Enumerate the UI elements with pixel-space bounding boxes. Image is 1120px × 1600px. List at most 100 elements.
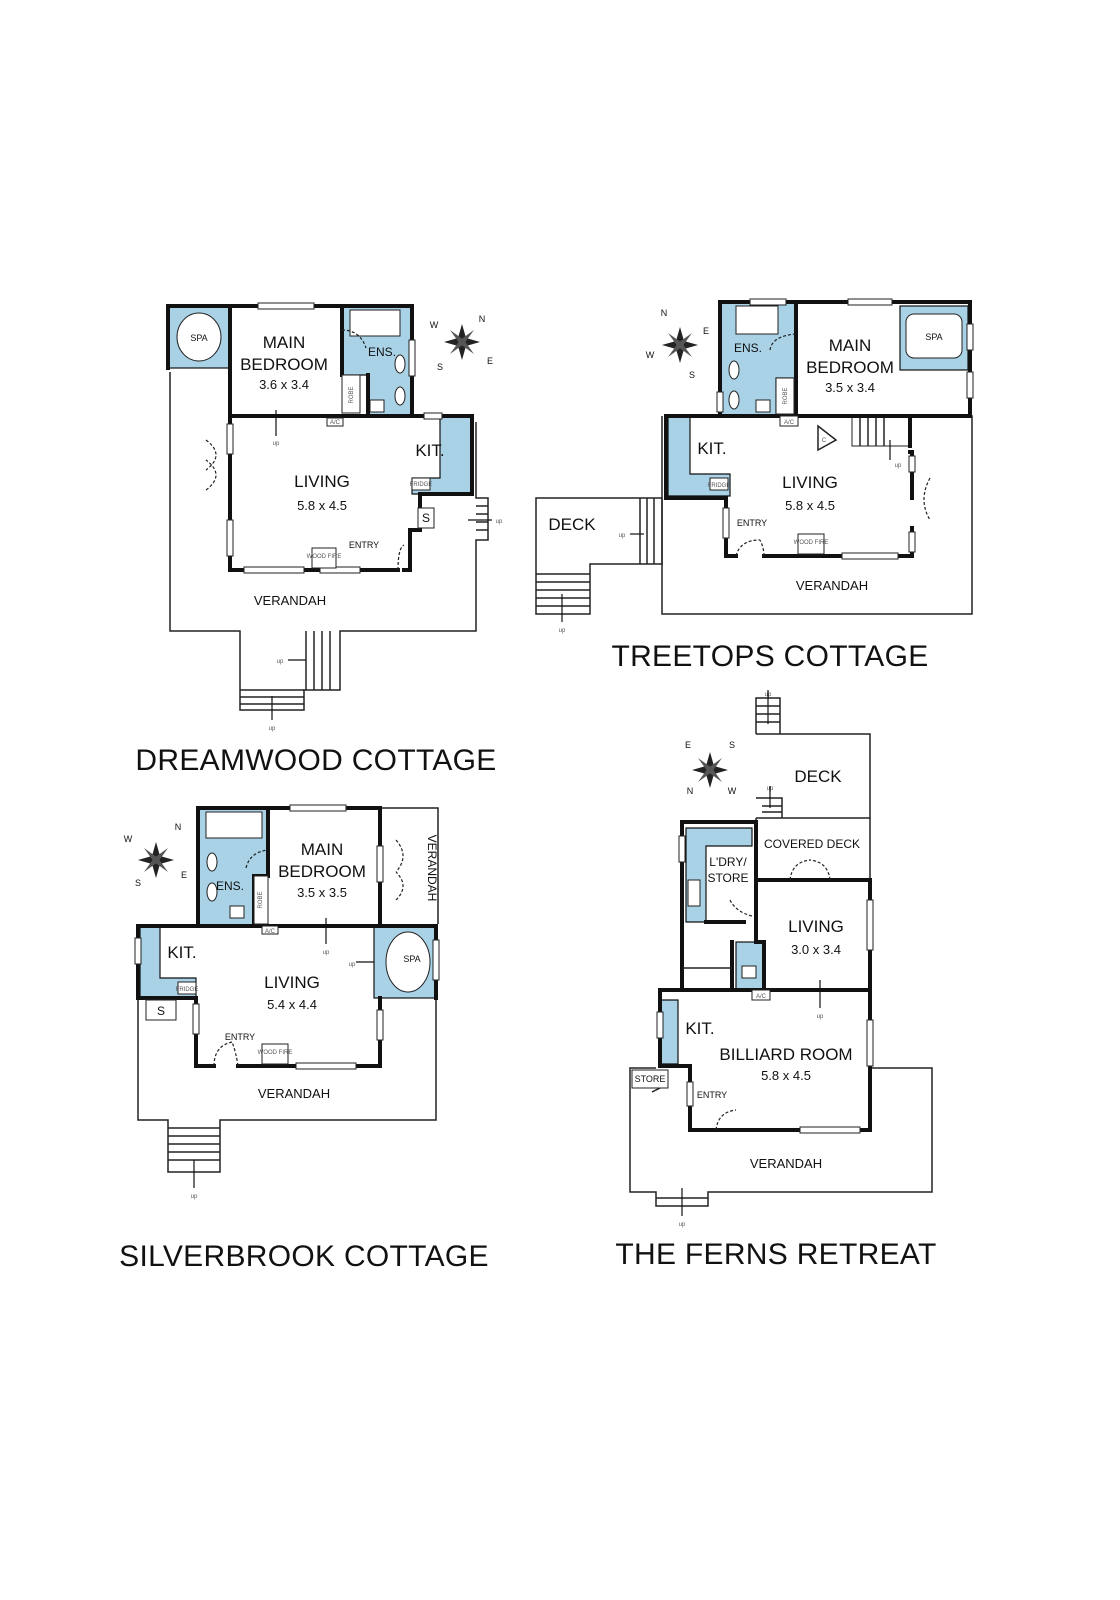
silverbrook-entry-label: ENTRY	[225, 1032, 255, 1042]
silverbrook-side-verandah	[380, 807, 439, 924]
treetops-ac-label: A/C	[784, 420, 795, 426]
silverbrook-verandah-outline	[137, 998, 437, 1173]
silverbrook-compass-icon	[138, 842, 174, 878]
ferns-verandah-outline	[629, 1067, 933, 1207]
ferns-up-label-4: up	[679, 1222, 686, 1228]
treetops-living-label: LIVING	[782, 473, 838, 492]
dreamwood-compass-icon	[444, 324, 480, 360]
ferns-up-label-2: up	[767, 786, 774, 792]
dreamwood-verandah-outline	[169, 372, 489, 711]
dreamwood-s-box	[417, 507, 435, 529]
treetops-spa-label: SPA	[925, 332, 942, 342]
silverbrook-compass-e: E	[181, 870, 187, 880]
ferns-compass-e: E	[685, 740, 691, 750]
silverbrook-up-label-1: up	[323, 950, 330, 956]
dreamwood-main-bedroom-dim: 3.6 x 3.4	[259, 377, 309, 392]
dreamwood-robe-label: ROBE	[349, 386, 355, 403]
ferns-deck	[756, 733, 871, 819]
silverbrook-compass-w: W	[124, 834, 133, 844]
silverbrook-compass-s: S	[135, 878, 141, 888]
dreamwood-up-label-2: up	[277, 659, 284, 665]
ferns-compass-w: W	[728, 786, 737, 796]
dreamwood-wood-fire-label: WOOD FIRE	[307, 554, 342, 560]
dreamwood-fridge-label: FRIDGE	[410, 482, 433, 488]
dreamwood-s-label: S	[422, 511, 430, 525]
ferns-title: THE FERNS RETREAT	[615, 1238, 936, 1271]
dreamwood-compass-w: W	[430, 320, 439, 330]
ferns-deck-label: DECK	[794, 767, 842, 786]
ferns-living-dim: 3.0 x 3.4	[791, 942, 841, 957]
dreamwood-entry-label: ENTRY	[349, 540, 379, 550]
dreamwood-living-dim: 5.8 x 4.5	[297, 498, 347, 513]
ferns-plan	[629, 690, 933, 1216]
ferns-kit-label: KIT.	[685, 1019, 714, 1038]
treetops-labels: ENS. MAIN BEDROOM 3.5 x 3.4 SPA ROBE A/C…	[548, 308, 942, 673]
treetops-shower	[735, 305, 779, 335]
ferns-covered-deck-label: COVERED DECK	[764, 837, 860, 851]
ferns-compass-n: N	[687, 786, 694, 796]
silverbrook-up-label-2: up	[349, 962, 356, 968]
treetops-verandah-label: VERANDAH	[796, 578, 868, 593]
silverbrook-up-label-3: up	[191, 1194, 198, 1200]
treetops-compass-s: S	[689, 370, 695, 380]
dreamwood-shower	[349, 309, 401, 337]
dreamwood-spa-tub	[176, 312, 222, 362]
ferns-ldry-label-1: L'DRY/	[709, 855, 747, 869]
treetops-main-bedroom-label-2: BEDROOM	[806, 358, 894, 377]
treetops-fridge-label: FRIDGE	[708, 483, 731, 489]
treetops-wood-fire	[797, 533, 825, 555]
treetops-compass-w: W	[646, 350, 655, 360]
dreamwood-living-label: LIVING	[294, 472, 350, 491]
silverbrook-walls	[196, 806, 382, 928]
dreamwood-wood-fire	[311, 547, 337, 569]
dreamwood-verandah-label: VERANDAH	[254, 593, 326, 608]
dreamwood-compass-e: E	[487, 356, 493, 366]
silverbrook-wood-fire-label: WOOD FIRE	[258, 1050, 293, 1056]
silverbrook-stairs	[168, 1127, 220, 1188]
treetops-title: TREETOPS COTTAGE	[611, 640, 928, 673]
silverbrook-living-label: LIVING	[264, 973, 320, 992]
ferns-billiard-label: BILLIARD ROOM	[719, 1045, 852, 1064]
treetops-c-cupboard	[817, 424, 838, 452]
dreamwood-side-stairs	[468, 505, 492, 531]
silverbrook-ens-label: ENS.	[216, 879, 244, 893]
dreamwood-toilet	[369, 399, 385, 413]
treetops-kit-label: KIT.	[697, 439, 726, 458]
dreamwood-main-bedroom-label-2: BEDROOM	[240, 355, 328, 374]
treetops-robe-label: ROBE	[783, 387, 789, 404]
ferns-ldry-label-2: STORE	[707, 871, 748, 885]
treetops-robe	[775, 377, 795, 415]
treetops-ens-label: ENS.	[734, 341, 762, 355]
treetops-deck-label: DECK	[548, 515, 596, 534]
silverbrook-ac-label: A/C	[265, 929, 276, 935]
dreamwood-up-label-4: up	[496, 519, 503, 525]
treetops-c-label: C	[822, 438, 827, 444]
ferns-billiard-dim: 5.8 x 4.5	[761, 1068, 811, 1083]
treetops-fridge	[709, 477, 729, 491]
silverbrook-toilet	[229, 905, 245, 919]
treetops-deck	[535, 497, 663, 615]
treetops-up-label-3: up	[895, 463, 902, 469]
dreamwood-ac-label: A/C	[330, 420, 341, 426]
treetops-up-label-1: up	[619, 533, 626, 539]
treetops-compass-e: E	[703, 326, 709, 336]
silverbrook-title: SILVERBROOK COTTAGE	[119, 1240, 489, 1273]
silverbrook-s-box	[145, 999, 177, 1021]
silverbrook-spa-tub	[385, 931, 431, 993]
silverbrook-robe	[253, 875, 269, 925]
ferns-ac-label: A/C	[756, 994, 767, 1000]
dreamwood-up-label-3: up	[269, 726, 276, 732]
dreamwood-main-bedroom-label-1: MAIN	[263, 333, 306, 352]
dreamwood-front-stairs	[240, 631, 331, 720]
silverbrook-wood-fire	[261, 1043, 289, 1065]
ferns-store	[631, 1069, 669, 1089]
silverbrook-labels: ENS. MAIN BEDROOM 3.5 x 3.5 ROBE A/C VER…	[119, 822, 489, 1273]
silverbrook-s-label: S	[157, 1004, 165, 1018]
ferns-entry-label: ENTRY	[697, 1090, 727, 1100]
silverbrook-kit-label: KIT.	[167, 943, 196, 962]
silverbrook-fridge-label: FRIDGE	[176, 987, 199, 993]
silverbrook-main-bedroom-label-1: MAIN	[301, 840, 344, 859]
ferns-up-label-1: up	[765, 692, 772, 698]
dreamwood-plan	[166, 302, 492, 720]
